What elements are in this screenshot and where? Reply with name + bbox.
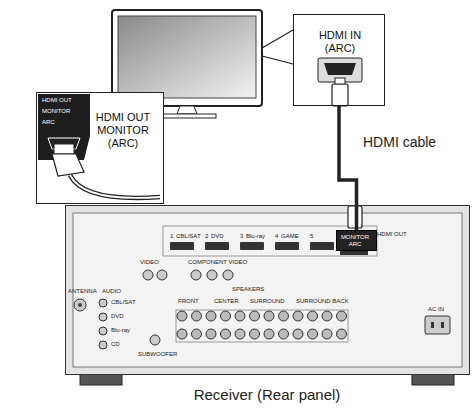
panel-label: CENTER — [214, 298, 239, 305]
panel-label: SPEAKERS — [232, 286, 264, 293]
label-anchor: MONITOR — [42, 108, 70, 115]
panel-label: SURROUND — [250, 298, 285, 305]
label-anchor: ANTENNA — [68, 288, 97, 295]
panel-label: HDMI OUT — [42, 97, 72, 104]
label-anchor: GAME — [281, 233, 299, 240]
panel-label: DVD — [211, 233, 224, 240]
port-label: HDMI IN (ARC) — [310, 29, 370, 55]
panel-label: CBL/SAT — [111, 299, 136, 306]
hdmi-monitor-port: MONITORARC — [336, 230, 377, 251]
label-anchor: VIDEO — [140, 259, 159, 266]
label-anchor: DVD — [211, 233, 224, 240]
panel-label: VIDEO — [140, 259, 159, 266]
label-anchor: SURROUND BACK — [296, 298, 349, 305]
label-anchor: SPEAKERS — [232, 286, 264, 293]
label-anchor: 3 — [240, 233, 243, 240]
panel-label: 1 — [170, 233, 173, 240]
panel-label: AUDIO — [102, 288, 121, 295]
label-anchor: HDMI OUT — [42, 97, 72, 104]
panel-label: MONITOR — [42, 108, 70, 115]
receiver-body: Receiver (Rear panel)MONITORARC — [65, 205, 470, 375]
label-anchor: AUDIO — [102, 288, 121, 295]
panel-label: DVD — [111, 313, 124, 320]
panel-label: ARC — [42, 119, 55, 126]
panel-label: 3 — [240, 233, 243, 240]
panel-label: HDMI OUT — [377, 231, 407, 238]
label-anchor: FRONT — [178, 298, 199, 305]
panel-label: CBL/SAT — [176, 233, 201, 240]
label-anchor: HDMI OUT — [377, 231, 407, 238]
label-anchor: AC IN — [428, 306, 444, 313]
receiver-illustration — [65, 205, 470, 385]
port-label: MONITOR — [337, 234, 373, 241]
panel-caption: Receiver (Rear panel) — [66, 386, 468, 404]
panel-label: AC IN — [428, 306, 444, 313]
panel-label: 5 — [310, 233, 313, 240]
label-anchor: SUBWOOFER — [138, 351, 177, 358]
label-anchor: 1 — [170, 233, 173, 240]
port-label: HDMI OUT MONITOR (ARC) — [89, 111, 157, 150]
panel-label: ANTENNA — [68, 288, 97, 295]
panel-label: 2 — [205, 233, 208, 240]
label-anchor: CBL/SAT — [111, 299, 136, 306]
panel-label: SUBWOOFER — [138, 351, 177, 358]
label-anchor: 2 — [205, 233, 208, 240]
cable-label: HDMI cable — [361, 135, 438, 150]
tv-callout-illustration — [262, 14, 385, 106]
panel-label: COMPONENT VIDEO — [188, 259, 247, 266]
panel-label: Blu-ray — [246, 233, 265, 240]
label-anchor: 5 — [310, 233, 313, 240]
panel-label: Blu-ray — [111, 327, 130, 334]
callout-box: HDMI IN (ARC) — [293, 14, 385, 106]
panel-label: 4 — [275, 233, 278, 240]
panel-label: SURROUND BACK — [296, 298, 349, 305]
label-anchor: CENTER — [214, 298, 239, 305]
panel-label: CD — [111, 341, 120, 348]
panel-label: FRONT — [178, 298, 199, 305]
label-anchor: Blu-ray — [246, 233, 265, 240]
label-anchor: SURROUND — [250, 298, 285, 305]
hdmi-cable — [339, 106, 357, 230]
label-anchor: ARC — [42, 119, 55, 126]
port-label: ARC — [337, 241, 373, 248]
label-anchor: CD — [111, 341, 120, 348]
port-callout-illustration — [36, 92, 164, 204]
label-anchor: DVD — [111, 313, 124, 320]
label-anchor: HDMI cable — [361, 135, 438, 150]
label-anchor: COMPONENT VIDEO — [188, 259, 247, 266]
label-anchor: 4 — [275, 233, 278, 240]
label-anchor: Blu-ray — [111, 327, 130, 334]
panel-label: GAME — [281, 233, 299, 240]
label-anchor: CBL/SAT — [176, 233, 201, 240]
